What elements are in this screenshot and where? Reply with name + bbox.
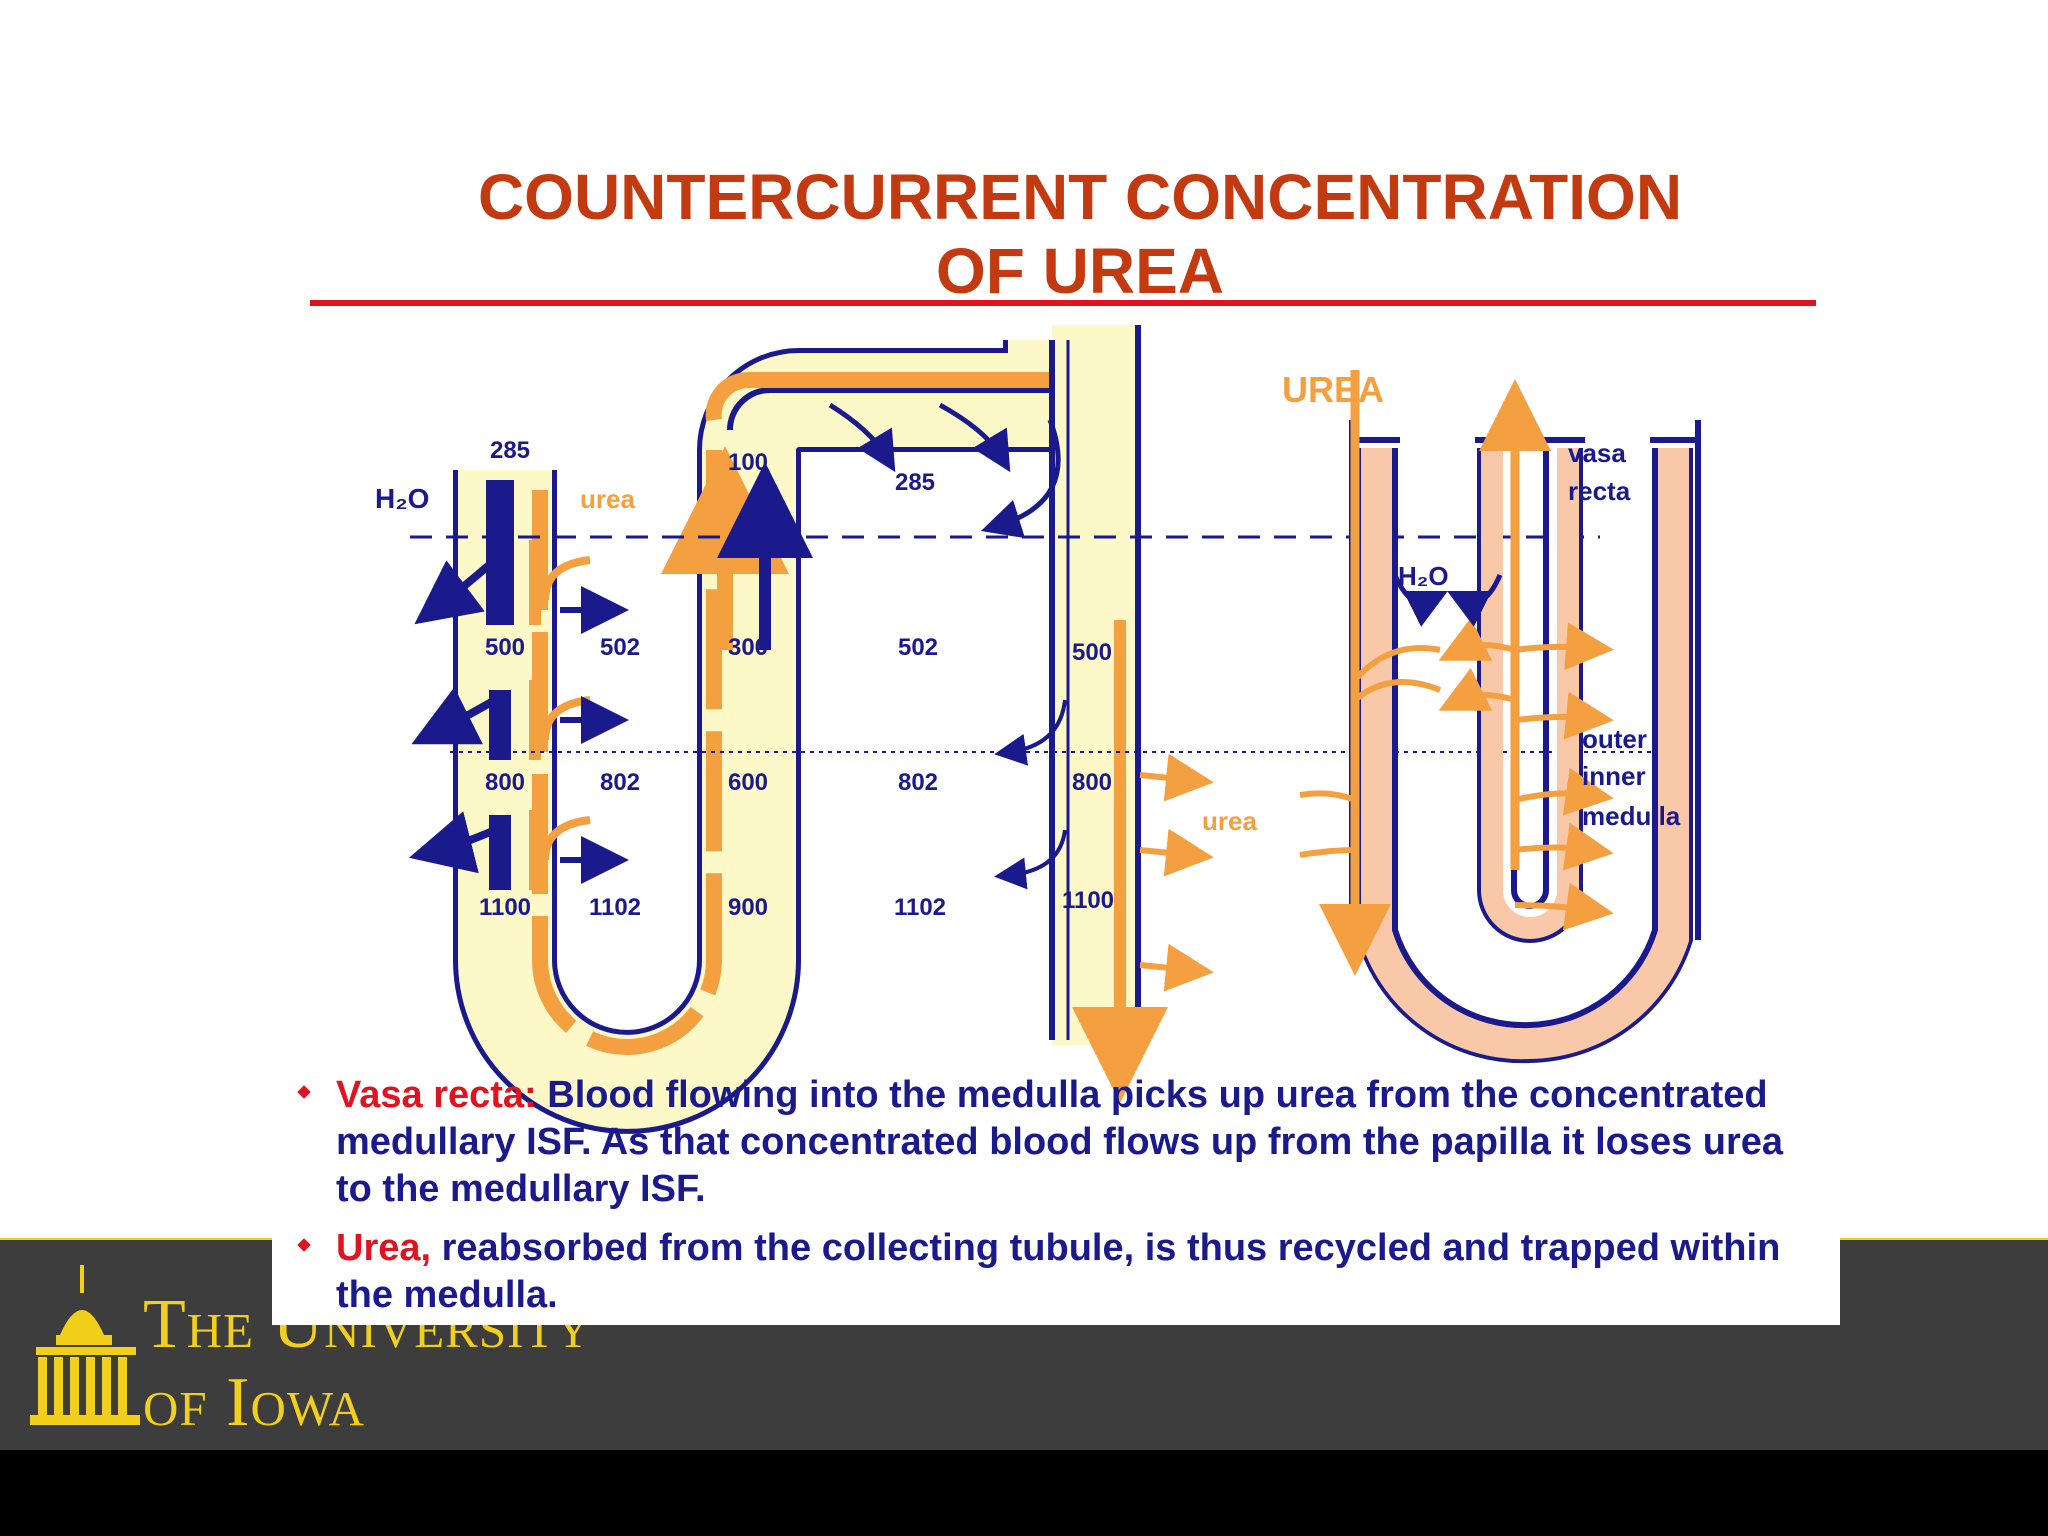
- loop-value: 300: [728, 634, 768, 661]
- bullet-lead: Vasa recta:: [336, 1074, 537, 1116]
- collecting-duct: [1052, 325, 1138, 1055]
- vasa-recta-label-2: recta: [1568, 476, 1631, 506]
- loop-value: 800: [485, 769, 525, 796]
- urea-heading: UREA: [1282, 369, 1384, 410]
- outer-label: outer: [1582, 724, 1647, 754]
- urea-label-right: urea: [1202, 806, 1257, 836]
- loop-of-henle: [505, 340, 1120, 1082]
- duct-value: 500: [1072, 639, 1112, 666]
- loop-value: 1100: [479, 894, 531, 921]
- loop-value: 600: [728, 769, 768, 796]
- isf-value: 802: [898, 769, 938, 796]
- medulla-label: medulla: [1582, 801, 1681, 831]
- isf-value: 502: [898, 634, 938, 661]
- bullet-list: Vasa recta: Blood flowing into the medul…: [296, 1072, 1816, 1331]
- bullet-icon: [297, 1085, 311, 1099]
- inner-label: inner: [1582, 761, 1646, 791]
- bullet-item: Urea, reabsorbed from the collecting tub…: [296, 1225, 1816, 1319]
- h2o-label-left: H₂O: [375, 483, 429, 514]
- isf-value: 1102: [894, 894, 946, 921]
- bullet-icon: [297, 1238, 311, 1252]
- duct-value: 1100: [1062, 887, 1114, 914]
- duct-value: 800: [1072, 769, 1112, 796]
- loop-value: 900: [728, 894, 768, 921]
- urea-label-left: urea: [580, 484, 635, 514]
- vasa-recta-label-1: vasa: [1568, 438, 1626, 468]
- bullet-lead: Urea,: [336, 1227, 431, 1269]
- isf-value: 502: [600, 634, 640, 661]
- vasa-recta: [1352, 420, 1700, 1076]
- isf-value: 802: [600, 769, 640, 796]
- isf-value: 1102: [589, 894, 641, 921]
- bullet-item: Vasa recta: Blood flowing into the medul…: [296, 1072, 1816, 1213]
- loop-value: 500: [485, 634, 525, 661]
- h2o-label-right: H₂O: [1398, 561, 1449, 591]
- loop-value: 100: [728, 449, 768, 476]
- loop-value: 285: [490, 437, 530, 464]
- bullet-text: Blood flowing into the medulla picks up …: [336, 1074, 1783, 1210]
- isf-value: 285: [895, 469, 935, 496]
- bullet-text: reabsorbed from the collecting tubule, i…: [336, 1227, 1780, 1316]
